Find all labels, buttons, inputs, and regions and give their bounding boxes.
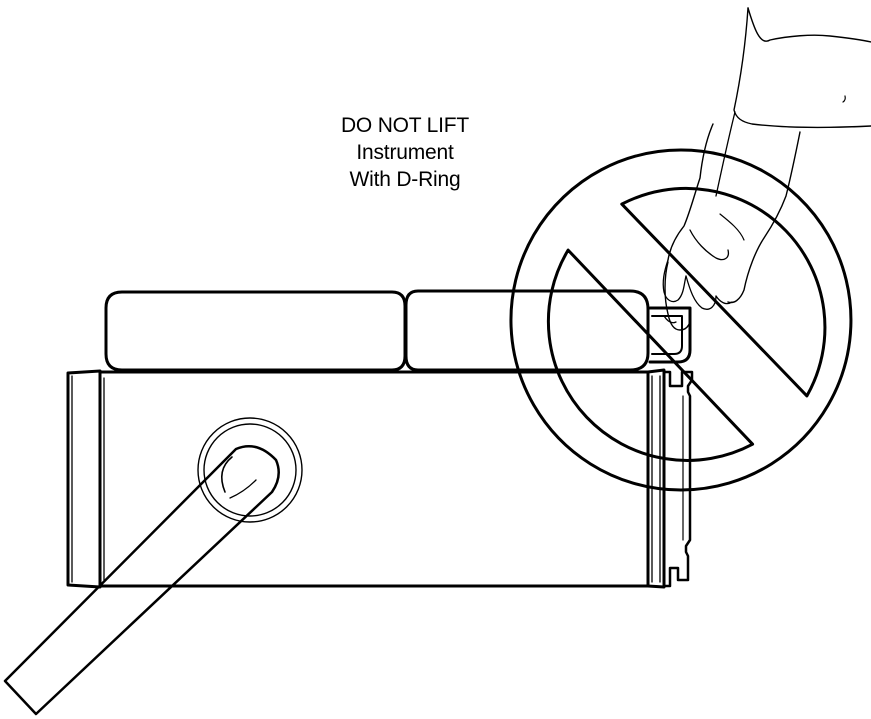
cable-connector [197, 417, 303, 523]
warning-caption: DO NOT LIFT Instrument With D-Ring [292, 112, 518, 193]
hand-pulling-icon [662, 7, 871, 331]
d-ring [648, 306, 692, 364]
caption-line-instrument: Instrument [356, 141, 454, 164]
cable [3, 445, 280, 716]
top-carry-cushions [104, 289, 650, 372]
caption-line-with-d-ring: With D-Ring [349, 168, 461, 191]
caption-line-do-not-lift: DO NOT LIFT [340, 114, 470, 137]
prohibition-sign-icon [509, 148, 853, 492]
instrument-body [66, 368, 694, 589]
